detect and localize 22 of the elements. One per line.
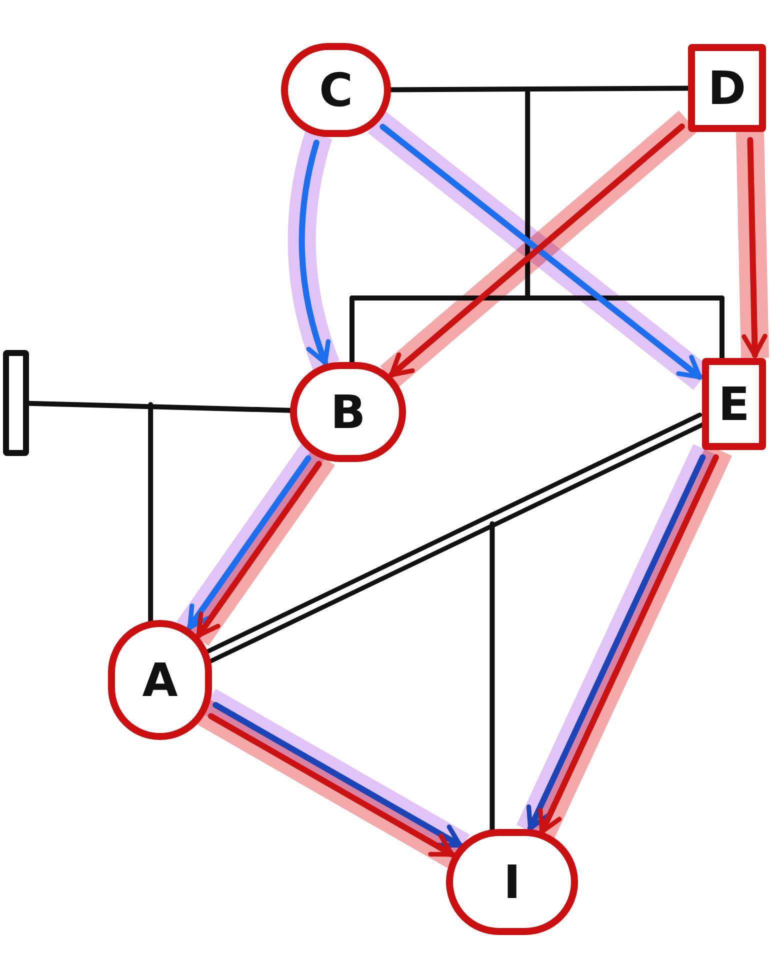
relationship-line — [26, 400, 292, 413]
node-label: A — [142, 657, 178, 703]
arrow — [742, 137, 768, 358]
descent-line — [148, 402, 154, 624]
descent-line — [350, 296, 354, 365]
relationship-line — [388, 86, 690, 92]
node-label: E — [718, 381, 750, 427]
arrow — [186, 455, 312, 630]
square-node — [702, 358, 766, 450]
highlight-band — [288, 130, 340, 370]
descent-line — [720, 296, 724, 360]
node-label: B — [330, 389, 366, 435]
arrow — [298, 140, 332, 366]
highlight-band — [736, 132, 769, 358]
arrow — [208, 713, 455, 858]
node-label: C — [319, 67, 353, 113]
square-node — [3, 350, 29, 456]
node-label: D — [708, 65, 746, 111]
node-label: I — [503, 859, 521, 905]
arrow — [212, 702, 464, 848]
square-node — [688, 44, 766, 132]
arrow — [196, 460, 322, 638]
